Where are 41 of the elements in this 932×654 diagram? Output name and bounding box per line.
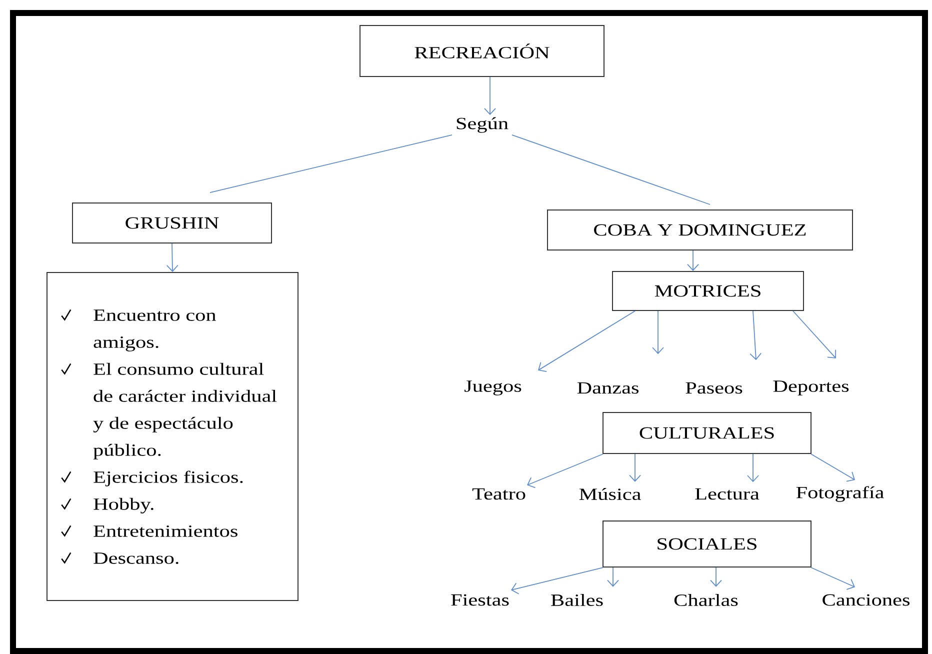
list-item: Entretenimientos — [94, 525, 238, 537]
arrow — [750, 310, 762, 360]
label-text: Bailes — [551, 594, 603, 606]
list-box — [46, 272, 298, 601]
arrow — [687, 250, 699, 271]
label-text: Charlas — [674, 594, 738, 606]
list-item: Hobby. — [94, 498, 154, 514]
label-text: Fotografía — [796, 486, 884, 502]
label-text: Teatro — [472, 488, 526, 500]
arrow — [810, 454, 855, 482]
category-box: COBA Y DOMINGUEZ — [547, 210, 853, 250]
list-item: Descanso. — [94, 552, 178, 564]
label-text: Lectura — [695, 488, 760, 500]
arrow — [166, 243, 178, 272]
arrow — [527, 454, 604, 488]
arrow — [710, 567, 722, 587]
category-box: GRUSHIN — [72, 202, 272, 244]
arrow — [652, 310, 664, 354]
label-text: Juegos — [464, 380, 522, 396]
list-item: Encuentro con amigos. — [94, 310, 216, 352]
label-text: Danzas — [577, 382, 638, 394]
arrow — [747, 454, 759, 482]
list-item: Ejercicios fisicos. — [94, 470, 243, 486]
category-box: MOTRICES — [612, 271, 804, 311]
label-text: Paseos — [686, 382, 742, 394]
arrow — [607, 567, 619, 587]
label-text: Música — [579, 488, 641, 500]
arrow — [792, 310, 836, 358]
arrow — [484, 76, 496, 116]
category-box: SOCIALES — [602, 520, 812, 568]
category-box: CULTURALES — [602, 412, 812, 454]
label-text: Según — [456, 117, 508, 133]
arrow — [810, 567, 855, 590]
list-item: El consumo cultural de carácter individual y de espectáculo público. — [93, 362, 277, 460]
label-text: Fiestas — [451, 594, 509, 606]
arrow — [511, 567, 604, 594]
arrow — [538, 310, 636, 372]
label-text: Deportes — [773, 380, 849, 396]
category-box: RECREACIÓN — [360, 25, 604, 77]
label-text: Canciones — [822, 594, 910, 606]
arrow — [629, 454, 641, 482]
